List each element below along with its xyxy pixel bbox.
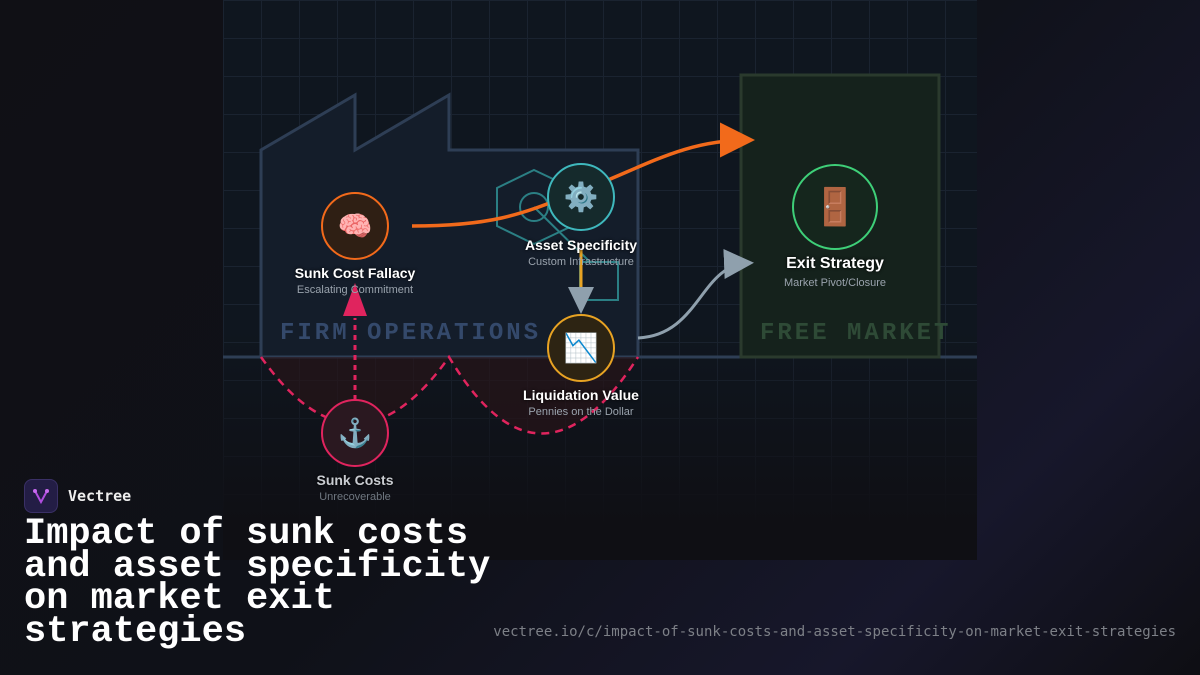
node-circle-sunk [321,399,389,467]
node-title-fallacy: Sunk Cost Fallacy [294,265,416,281]
node-circle-liquidation [547,314,615,382]
door-icon: 🚪 [812,186,858,227]
node-subtitle-specificity: Custom Infrastructure [528,256,634,268]
sunk-to-fallacy-arrow [343,283,367,316]
page-url[interactable]: vectree.io/c/impact-of-sunk-costs-and-as… [493,624,1176,640]
node-title-exit: Exit Strategy [786,255,884,272]
node-title-liquidation: Liquidation Value [523,387,639,403]
vectree-logo-icon [24,479,58,513]
brand: Vectree [24,479,131,513]
chart-decreasing-icon: 📉 [563,332,599,364]
specificity-to-liquidation-arrow [568,287,594,314]
node-subtitle-fallacy: Escalating Commitment [296,284,414,296]
node-circle-specificity [547,163,615,231]
anchor-icon: ⚓ [337,417,373,449]
liquidation-to-exit-arrow [637,249,754,340]
node-subtitle-liquidation: Pennies on the Dollar [528,406,634,418]
gear-icon: ⚙️ [563,181,599,213]
node-title-sunk: Sunk Costs [316,472,394,488]
brain-icon: 🧠 [337,210,373,242]
zone-label-market: FREE MARKET [760,320,952,347]
node-circle-fallacy [321,192,389,260]
page-title: Impact of sunk costs and asset specifici… [24,513,491,653]
node-circle-exit [792,164,878,250]
node-title-specificity: Asset Specificity [524,237,638,253]
node-subtitle-sunk: Unrecoverable [319,491,391,503]
node-subtitle-exit: Market Pivot/Closure [783,277,887,289]
brand-name: Vectree [68,487,132,505]
zone-label-firm: FIRM OPERATIONS [280,320,542,347]
